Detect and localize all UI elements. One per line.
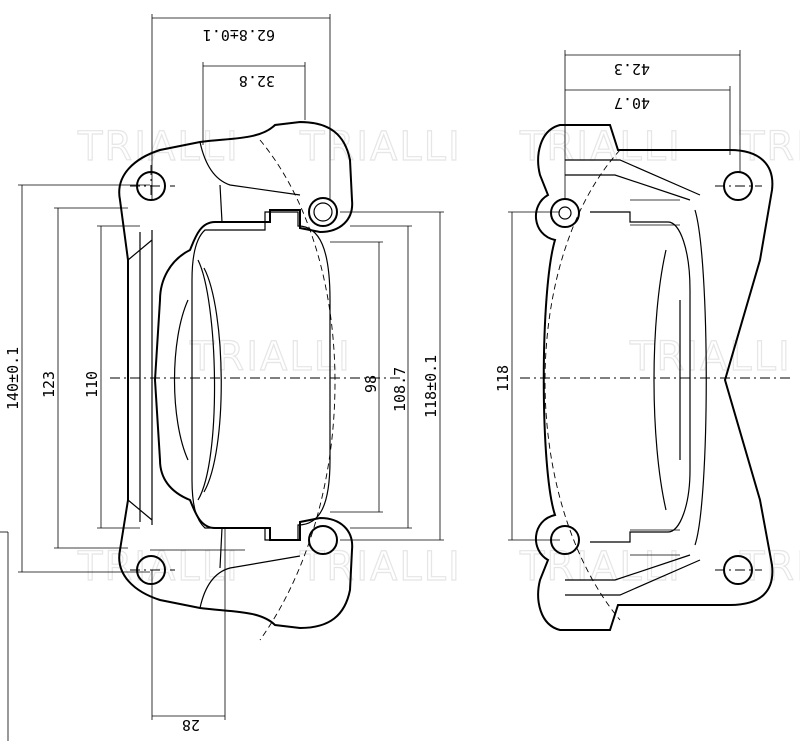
left-inner-frame xyxy=(127,230,153,525)
right-disc-arc xyxy=(544,149,621,621)
dim-text-108-7: 108.7 xyxy=(391,367,409,412)
right-top-pin-hole-inner xyxy=(558,206,572,220)
watermark-5: TRIALLI xyxy=(189,334,352,380)
watermark-4: TRIALLI xyxy=(739,124,800,170)
dim-text-118-right: 118 xyxy=(494,365,512,392)
right-side-channel xyxy=(679,209,707,546)
watermark-8: TRIALLI xyxy=(299,544,462,590)
watermark-3: TRIALLI xyxy=(519,124,682,170)
left-bracket-outline xyxy=(118,120,354,630)
watermark-2: TRIALLI xyxy=(299,124,462,170)
right-inner-arm-top xyxy=(565,159,701,201)
left-pad-body xyxy=(191,211,331,541)
left-pad-arc-2 xyxy=(203,267,222,493)
left-dimensions: 62.8±0.1 32.8 140±0.1 123 110 98 108.7 xyxy=(0,14,444,741)
dim-text-32-8: 32.8 xyxy=(239,72,275,90)
right-inner-arm-bottom xyxy=(565,554,701,596)
dim-text-28: 28 xyxy=(182,716,200,734)
dim-text-40-7: 40.7 xyxy=(614,94,650,112)
left-upper-arm xyxy=(199,141,301,223)
dim-text-118: 118±0.1 xyxy=(422,355,440,418)
watermark-1: TRIALLI xyxy=(77,124,240,170)
left-bottom-pin-hole xyxy=(308,525,338,555)
dim-text-110: 110 xyxy=(83,371,101,398)
watermark-7: TRIALLI xyxy=(77,544,240,590)
dim-text-140: 140±0.1 xyxy=(4,347,22,410)
dim-text-123: 123 xyxy=(40,371,58,398)
dim-text-98: 98 xyxy=(362,375,380,393)
right-pad-arc xyxy=(653,249,667,511)
left-top-pin-hole xyxy=(308,197,338,227)
watermark-9: TRIALLI xyxy=(519,544,682,590)
left-top-pin-hole-inner xyxy=(313,202,333,222)
dim-text-62-8: 62.8±0.1 xyxy=(203,26,275,44)
left-view xyxy=(110,120,400,641)
right-view xyxy=(520,124,790,631)
watermark-6: TRIALLI xyxy=(629,334,792,380)
right-dimensions: 42.3 40.7 118 xyxy=(494,50,741,556)
right-top-pin-hole xyxy=(550,198,580,228)
dim-text-42-3: 42.3 xyxy=(614,60,650,78)
left-lower-arm xyxy=(199,527,301,609)
right-pad-body xyxy=(590,211,691,543)
right-bracket-outline xyxy=(534,124,774,631)
left-pad-arc-3 xyxy=(173,299,189,461)
left-pad-arc-1 xyxy=(197,259,216,501)
